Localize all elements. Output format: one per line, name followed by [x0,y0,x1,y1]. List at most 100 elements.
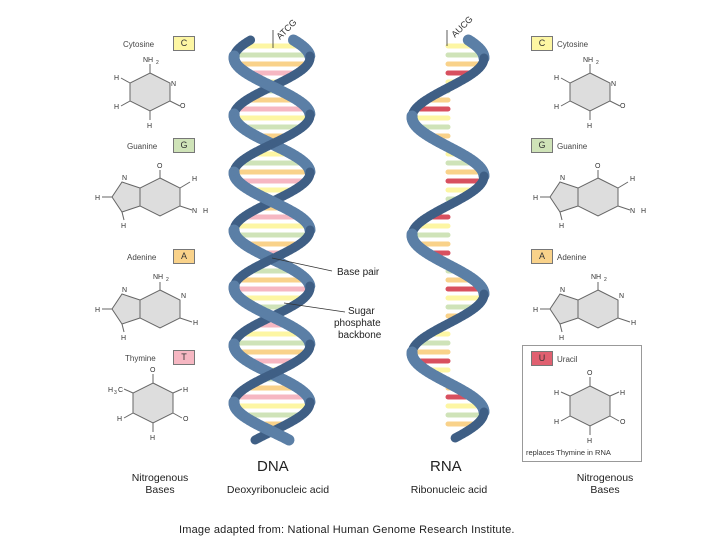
atom-label: N [122,287,127,294]
rna-subtitle: Ribonucleic acid [410,484,488,496]
atom-label: 2 [156,60,159,66]
atom-label: H [117,416,122,423]
atom-label: H [554,390,559,397]
atom-label: H [114,104,119,111]
dna-double-helix [228,34,316,446]
guanine-name-left: Guanine [127,142,158,151]
atom-label: H [192,176,197,183]
atom-label: H [183,387,188,394]
right-footer-line2: Bases [590,484,620,496]
adenine-letter-box-left: A [173,249,195,264]
atom-label: H [554,75,559,82]
atom-label: H [559,223,564,230]
uracil-letter-box-right: U [531,351,553,366]
atom-label: C [118,387,123,394]
uracil-note: replaces Thymine in RNA [526,448,611,457]
atom-label: H [533,307,538,314]
guanine-letter-box-right: G [531,138,553,153]
base-pair-callout-line [271,257,333,272]
atom-label: NH [143,57,153,64]
atom-label: O [595,163,601,170]
cytosine-name-right: Cytosine [557,40,589,49]
atom-label: N [560,175,565,182]
atom-label: H [193,320,198,327]
atom-label: H [631,320,636,327]
right-footer-line1: Nitrogenous [576,472,634,484]
rna-single-strand [406,34,490,443]
atom-label: 2 [596,60,599,66]
atom-label: H [150,435,155,442]
atom-label: O [620,103,626,110]
atom-label: N [181,293,186,300]
atom-label: O [183,416,189,423]
atom-label: O [180,103,186,110]
atom-label: N [192,208,197,215]
atom-label: H [95,307,100,314]
atom-label: H [147,123,152,130]
backbone-label-line1: Sugar [348,306,375,317]
backbone-strand-1 [250,433,264,445]
atom-label: H [587,438,592,445]
adenine-pentagon-right [549,293,579,325]
atom-label: H [641,208,646,215]
uracil-panel [522,345,642,462]
atom-label: N [171,81,176,88]
left-footer-line2: Bases [145,484,175,496]
left-footer-line1: Nitrogenous [131,472,189,484]
backbone-callout-line [283,302,346,313]
atom-label: N [619,293,624,300]
base-pair-label: Base pair [337,267,380,278]
atom-label: H [108,387,113,394]
thymine-name-left: Thymine [125,354,156,363]
atom-label: NH [583,57,593,64]
left-footer: Nitrogenous Bases [115,472,205,496]
image-credit: Image adapted from: National Human Genom… [179,524,515,536]
backbone-strand-2 [279,432,295,446]
atom-label: O [587,370,593,377]
atom-label: H [554,104,559,111]
atom-label: H [203,208,208,215]
atom-label: N [611,81,616,88]
guanine-pentagon-right [549,181,579,213]
guanine-name-right: Guanine [557,142,588,151]
atom-label: 2 [166,277,169,283]
atom-label: H [559,335,564,342]
atom-label: H [630,176,635,183]
atom-label: N [122,175,127,182]
guanine-pentagon-left [111,181,141,213]
cytosine-name-left: Cytosine [123,40,155,49]
adenine-pentagon-left [111,293,141,325]
guanine-letter-box-left: G [173,138,195,153]
atom-label: 3 [114,390,117,396]
atom-label: NH [591,274,601,281]
adenine-name-right: Adenine [557,253,587,262]
atom-label: O [150,367,156,374]
backbone-label-line2: phosphate [334,318,381,329]
atom-label: O [620,419,626,426]
atom-label: N [630,208,635,215]
atom-label: N [560,287,565,294]
atom-label: H [95,195,100,202]
thymine-letter-box-left: T [173,350,195,365]
adenine-letter-box-right: A [531,249,553,264]
atom-label: O [157,163,163,170]
uracil-name-right: Uracil [557,355,578,364]
atom-label: H [554,419,559,426]
adenine-name-left: Adenine [127,253,157,262]
backbone-label-line3: backbone [338,330,382,341]
cytosine-letter-box-right: C [531,36,553,51]
atom-label: H [620,390,625,397]
atom-label: H [121,223,126,230]
atom-label: 2 [604,277,607,283]
atom-label: NH [153,274,163,281]
atom-label: H [533,195,538,202]
atom-label: H [114,75,119,82]
dna-title: DNA [257,458,289,475]
right-footer: Nitrogenous Bases [560,472,650,496]
atom-label: H [587,123,592,130]
backbone-strand-1 [450,431,464,443]
atom-label: H [121,335,126,342]
cytosine-letter-box-left: C [173,36,195,51]
